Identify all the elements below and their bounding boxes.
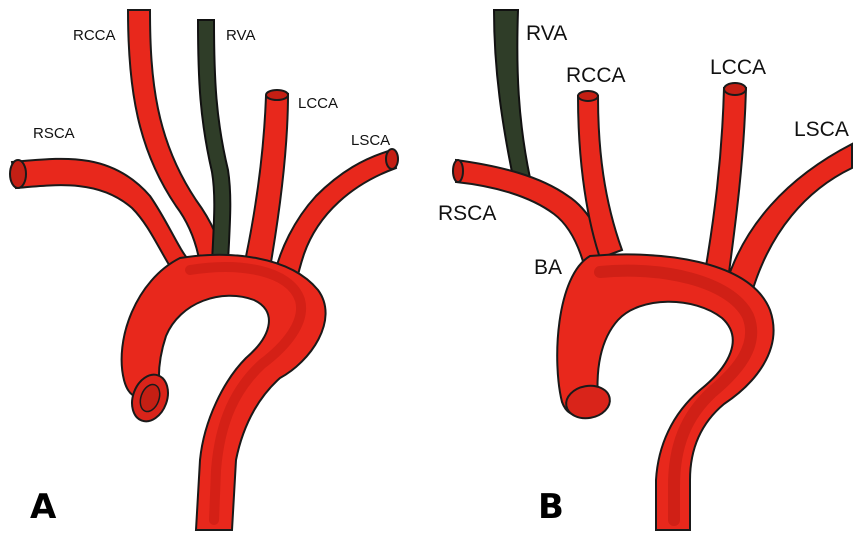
panel-a-lsca-vessel (274, 150, 396, 284)
panel-b-label-rcca: RCCA (566, 64, 626, 87)
panel-a-label-rva: RVA (226, 27, 255, 44)
panel-a: RCCA RVA LCCA RSCA LSCA A (10, 10, 398, 530)
panel-b-label-lsca: LSCA (794, 118, 849, 141)
panel-b-lcca-opening (724, 83, 746, 95)
panel-b-rsca-opening (453, 160, 463, 182)
panel-a-lcca-vessel (244, 94, 288, 268)
panel-a-label-lcca: LCCA (298, 95, 338, 112)
panel-b-letter: B (538, 487, 564, 527)
panel-b-label-rsca: RSCA (438, 202, 496, 225)
panel-a-lsca-opening (386, 149, 398, 169)
panel-b-label-rva: RVA (526, 22, 567, 45)
panel-b-rcca-opening (578, 91, 598, 101)
panel-a-label-lsca: LSCA (351, 132, 390, 149)
panel-b-label-lcca: LCCA (710, 56, 766, 79)
panel-a-lcca-opening (266, 90, 288, 100)
panel-a-rsca-opening (10, 160, 26, 188)
panel-a-letter: A (30, 487, 57, 527)
panel-b-label-ba: BA (534, 256, 562, 279)
panel-a-label-rsca: RSCA (33, 125, 75, 142)
panel-b: RVA RCCA LCCA LSCA RSCA BA B (438, 10, 852, 530)
panel-b-rva-vessel (494, 10, 530, 182)
panel-a-label-rcca: RCCA (73, 27, 116, 44)
panel-b-lsca-vessel (726, 144, 852, 292)
